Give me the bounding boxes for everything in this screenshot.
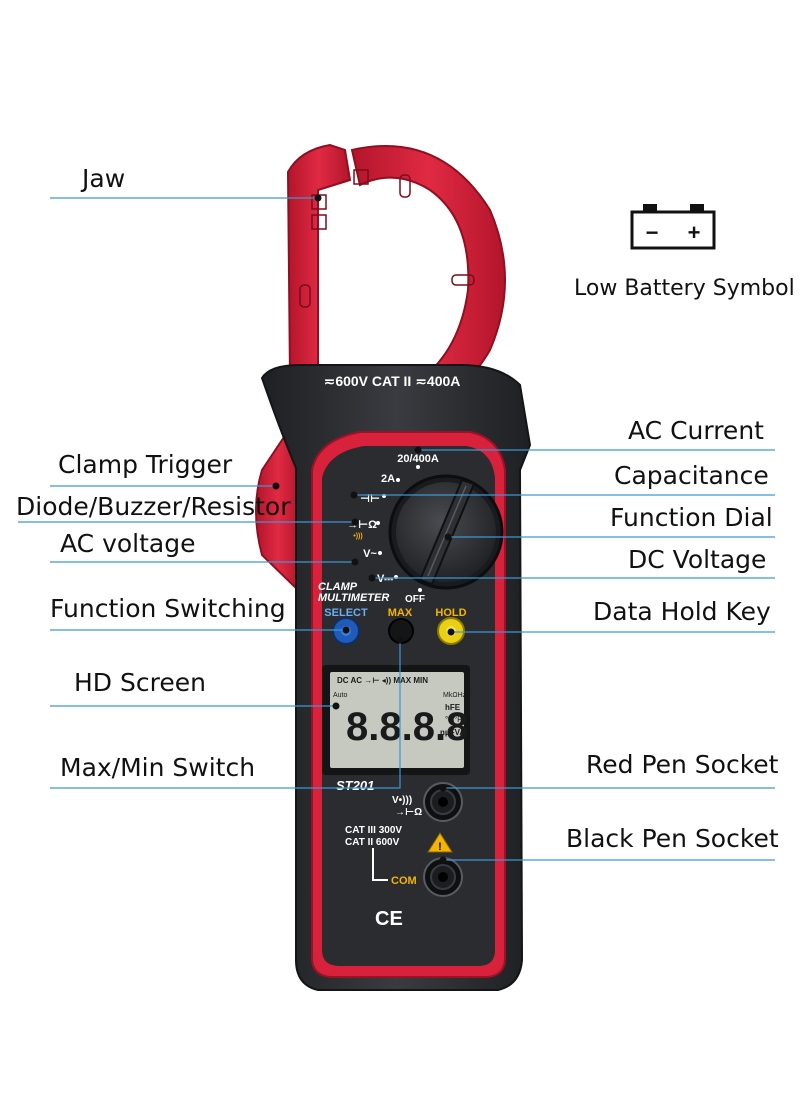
svg-text:!: ! bbox=[438, 841, 442, 853]
dial-label-off: OFF bbox=[405, 594, 425, 605]
label-dc-voltage: DC Voltage bbox=[628, 545, 767, 574]
dial-markings: 20/400A 2A ⊣⊢ →⊢Ω •))) V~ V⎓ OFF bbox=[347, 453, 439, 605]
hd-screen: DC AC →⊢ ◂)) MAX MIN Auto 8.8.8.8 MkΩHz … bbox=[322, 665, 470, 775]
rating-label: ≂600V CAT II ≂400A bbox=[324, 373, 461, 389]
dial-dot bbox=[416, 465, 420, 469]
clamp-trigger[interactable] bbox=[255, 426, 302, 593]
socket-area: V•))) →⊢Ω CAT III 300V CAT II 600V COM ! bbox=[345, 782, 463, 897]
label-data-hold-key: Data Hold Key bbox=[593, 597, 771, 626]
label-function-switching: Function Switching bbox=[50, 594, 286, 623]
dial-dot bbox=[376, 521, 380, 525]
label-diode-buzzer-resistor: Diode/Buzzer/Resistor bbox=[16, 492, 291, 521]
hold-label: HOLD bbox=[435, 607, 466, 619]
label-function-dial: Function Dial bbox=[610, 503, 773, 532]
socket-diode-label: →⊢Ω bbox=[395, 807, 422, 818]
select-label: SELECT bbox=[324, 607, 368, 619]
brand-line-1: CLAMP bbox=[318, 581, 358, 593]
com-label: COM bbox=[391, 875, 417, 887]
dial-dot bbox=[418, 588, 422, 592]
lcd-auto: Auto bbox=[333, 692, 348, 699]
label-max-min-switch: Max/Min Switch bbox=[60, 753, 256, 782]
label-hd-screen: HD Screen bbox=[74, 668, 206, 697]
socket-v-label: V•))) bbox=[392, 795, 412, 806]
lcd-digits: 8.8.8.8 bbox=[346, 705, 468, 749]
dial-label-capacitance: ⊣⊢ bbox=[360, 493, 380, 505]
label-ac-current: AC Current bbox=[628, 416, 764, 445]
battery-plus: + bbox=[688, 220, 701, 245]
model-label: ST201 bbox=[336, 778, 374, 793]
label-clamp-trigger: Clamp Trigger bbox=[58, 450, 233, 479]
dial-label-2a: 2A bbox=[381, 473, 395, 485]
label-capacitance: Capacitance bbox=[614, 461, 769, 490]
dial-label-diode: →⊢Ω bbox=[347, 519, 377, 531]
dial-label-20-400a: 20/400A bbox=[397, 453, 439, 465]
warning-icon bbox=[427, 832, 453, 853]
brand-line-2: MULTIMETER bbox=[318, 592, 389, 604]
callout-lines bbox=[18, 194, 775, 864]
dial-dot bbox=[396, 478, 400, 482]
ce-mark: CE bbox=[375, 908, 403, 930]
lcd-units-1: MkΩHz bbox=[443, 692, 467, 699]
dial-label-buzzer: •))) bbox=[353, 533, 362, 540]
lcd-units-3: °C°F bbox=[445, 715, 462, 724]
battery-minus: − bbox=[646, 220, 659, 245]
jaw bbox=[286, 143, 506, 397]
buttons-row: SELECT MAX HOLD bbox=[324, 607, 467, 645]
battery-icon: − + bbox=[630, 204, 716, 250]
cat-line-2: CAT II 600V bbox=[345, 837, 400, 848]
label-jaw: Jaw bbox=[82, 164, 126, 193]
lcd-units-4: nμFVA bbox=[440, 728, 465, 737]
label-red-pen-socket: Red Pen Socket bbox=[586, 750, 779, 779]
dial-label-v-ac: V~ bbox=[363, 548, 377, 560]
label-ac-voltage: AC voltage bbox=[60, 529, 196, 558]
function-dial[interactable] bbox=[388, 474, 504, 590]
cat-line-1: CAT III 300V bbox=[345, 825, 402, 836]
line-max-min bbox=[50, 640, 401, 789]
label-black-pen-socket: Black Pen Socket bbox=[566, 824, 779, 853]
max-label: MAX bbox=[388, 607, 413, 619]
dial-dot bbox=[378, 551, 382, 555]
lcd-units-2: hFE bbox=[445, 703, 461, 712]
lcd-top-indicators: DC AC →⊢ ◂)) MAX MIN bbox=[337, 676, 428, 685]
dial-label-v-dc: V⎓ bbox=[377, 573, 393, 585]
label-low-battery-symbol: Low Battery Symbol bbox=[574, 276, 795, 301]
